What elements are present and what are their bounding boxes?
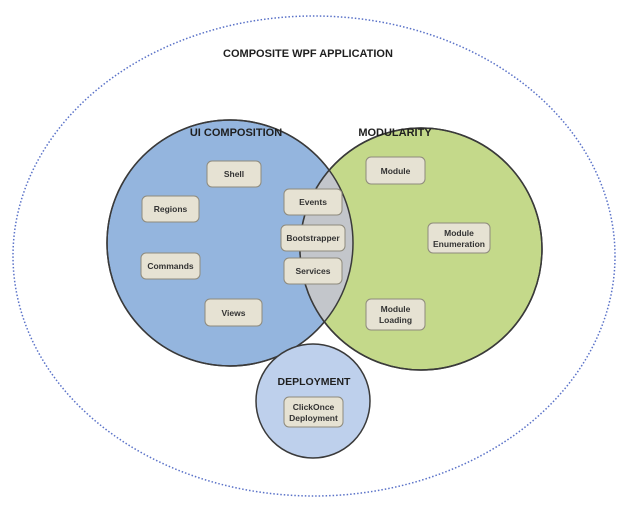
module-loading-label-line-2: Loading <box>379 315 412 325</box>
events-box: Events <box>283 188 343 216</box>
commands-box: Commands <box>140 252 201 280</box>
shell-box: Shell <box>206 160 262 188</box>
module-enumeration-label-line-1: Module <box>444 228 474 238</box>
views-box: Views <box>204 298 263 327</box>
shell-label: Shell <box>224 169 244 179</box>
regions-label: Regions <box>154 204 188 214</box>
diagram-title: COMPOSITE WPF APPLICATION <box>223 48 393 60</box>
deployment-label: DEPLOYMENT <box>278 376 352 388</box>
commands-label: Commands <box>147 261 194 271</box>
module-label: Module <box>381 166 411 176</box>
modularity-label: MODULARITY <box>358 127 432 139</box>
views-label: Views <box>222 308 246 318</box>
bootstrapper-label: Bootstrapper <box>286 233 340 243</box>
clickonce-label-line-2: Deployment <box>289 413 338 423</box>
outer-application-boundary <box>12 15 616 497</box>
regions-box: Regions <box>141 195 200 223</box>
clickonce-deployment-box: ClickOnce Deployment <box>283 396 344 428</box>
events-label: Events <box>299 197 327 207</box>
clickonce-label-line-1: ClickOnce <box>293 402 335 412</box>
module-enumeration-box: Module Enumeration <box>427 222 491 254</box>
bootstrapper-box: Bootstrapper <box>280 224 346 252</box>
ui-composition-label: UI COMPOSITION <box>190 127 282 139</box>
module-box: Module <box>365 156 426 185</box>
module-loading-box: Module Loading <box>365 298 426 331</box>
module-enumeration-label-line-2: Enumeration <box>433 239 485 249</box>
module-loading-label-line-1: Module <box>381 304 411 314</box>
services-label: Services <box>296 266 331 276</box>
services-box: Services <box>283 257 343 285</box>
